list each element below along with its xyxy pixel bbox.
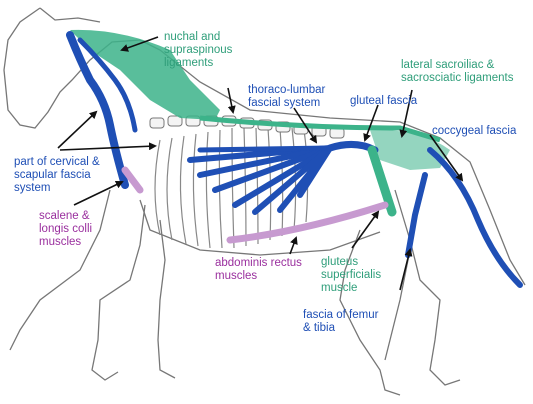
label-lateral-sacroiliac: lateral sacroiliac & sacrosciatic ligame… — [401, 59, 514, 84]
nuchal-ligament-shape — [70, 29, 220, 120]
label-gluteus-superficialis: gluteus superficialis muscle — [321, 256, 382, 294]
label-coccygeal-fascia: coccygeal fascia — [432, 125, 517, 137]
sacroiliac-ligament-shape — [370, 129, 450, 170]
fascia-system — [66, 31, 523, 288]
label-nuchal-ligaments: nuchal and supraspinous ligaments — [164, 31, 233, 69]
abdominis-rectus-shape — [226, 201, 389, 244]
rib-cage — [154, 127, 309, 249]
label-scalene-muscles: scalene & longis colli muscles — [39, 210, 93, 248]
gluteus-superficialis-shape — [367, 145, 397, 217]
label-abdominis-rectus: abdominis rectus muscles — [215, 257, 302, 282]
label-thoraco-lumbar: thoraco-lumbar fascial system — [248, 84, 326, 109]
leader-arrows — [57, 36, 464, 291]
label-gluteal-fascia: gluteal fascia — [350, 95, 418, 107]
supraspinous-ligament-line — [199, 115, 441, 143]
label-femur-tibia-fascia: fascia of femur & tibia — [303, 309, 379, 334]
label-cervical-fascia: part of cervical & scapular fascia syste… — [14, 156, 100, 194]
scalene-muscle-shape — [121, 166, 144, 194]
